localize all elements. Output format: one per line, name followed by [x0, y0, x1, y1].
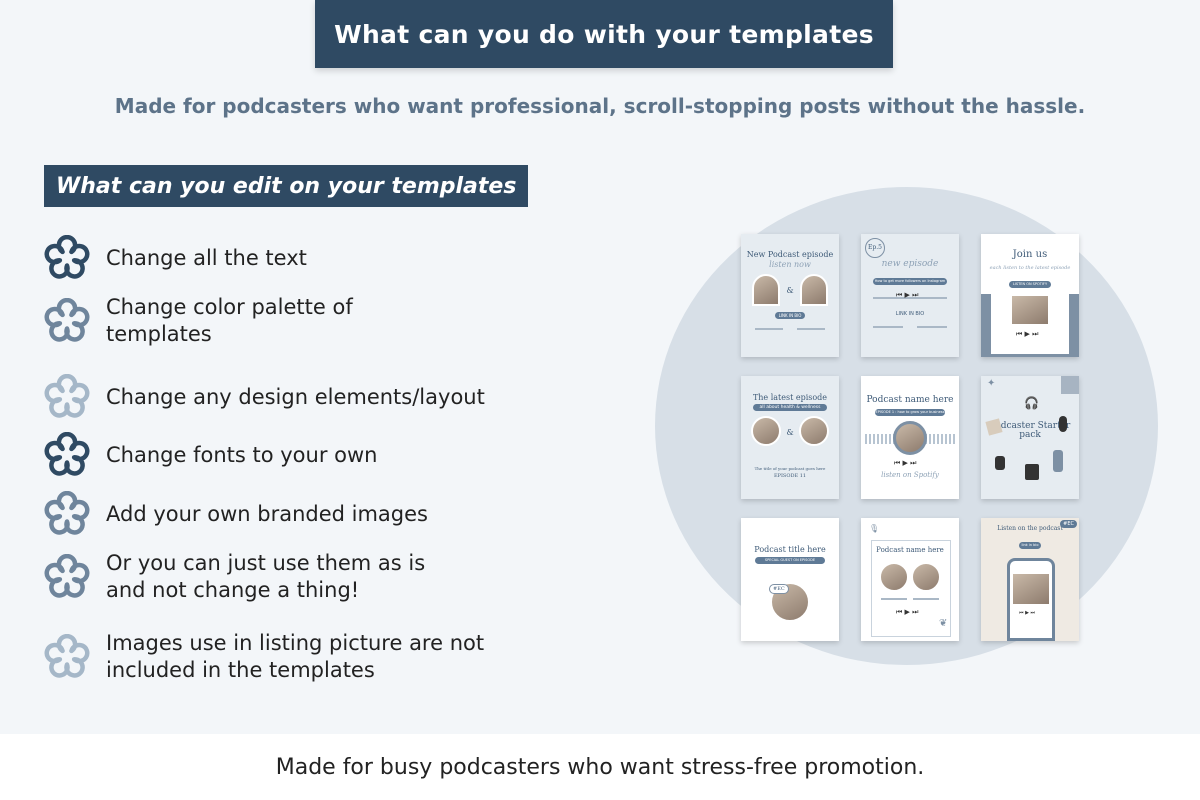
text-line [797, 328, 825, 330]
host-photo [751, 416, 781, 446]
host-photo [893, 421, 927, 455]
template-card-8: 🎙 Podcast name here ⏮ ▶ ⏭ ❦ [861, 518, 959, 641]
caption-text: The title of your podcast goes here [754, 466, 826, 471]
player-controls-icon: ⏮ ▶ ⏭ [896, 291, 919, 299]
corner-pattern [1061, 376, 1079, 394]
host-photo [752, 274, 780, 306]
text-line [917, 326, 947, 328]
flower-icon [44, 235, 90, 279]
link-text: LINK IN BIO [895, 311, 925, 317]
feature-text: Change all the text [106, 245, 307, 270]
text-line [755, 328, 783, 330]
feature-item: Change color palette of templates [44, 294, 406, 348]
guest-pill: SPECIAL GUEST ON EPISODE [755, 557, 825, 564]
card-script: each listen to the latest episode [989, 265, 1071, 271]
edit-heading-text: What can you edit on your templates [56, 173, 517, 199]
guest-photo [800, 274, 828, 306]
link-pill: link in bio [1019, 542, 1041, 549]
text-line [873, 326, 903, 328]
card-script: listen on Spotify [881, 471, 939, 479]
leaf-icon: ❦ [939, 618, 948, 629]
feature-text: Change color palette of templates [106, 295, 353, 346]
feature-text: Or you can just use them as is and not c… [106, 551, 426, 602]
footer-text: Made for busy podcasters who want stress… [275, 754, 925, 780]
hashtag-bubble: #EC [769, 584, 789, 594]
feature-text: Change fonts to your own [106, 442, 378, 467]
spotify-badge: LISTEN ON SPOTIFY [1009, 281, 1051, 288]
flower-icon [44, 432, 90, 476]
edit-section-heading: What can you edit on your templates [44, 165, 529, 207]
feature-item: Add your own branded images [44, 491, 428, 537]
card-title: Podcast name here [866, 395, 954, 405]
feature-text: Add your own branded images [106, 501, 428, 526]
microphone-icon [1059, 416, 1067, 432]
headphones-icon: 🎧 [1024, 396, 1039, 410]
flower-icon [44, 298, 90, 342]
ampersand-glyph: & [786, 286, 794, 295]
host-photo [1012, 296, 1048, 324]
subtitle: Made for podcasters who want professiona… [114, 94, 1086, 118]
flower-icon [44, 634, 90, 678]
card-script: listen now [769, 260, 811, 269]
feature-text: Images use in listing picture are not in… [106, 631, 485, 682]
mug-icon [1025, 464, 1039, 480]
card-title: Listen on the podcast [997, 525, 1063, 532]
template-card-3: Join us each listen to the latest episod… [981, 234, 1079, 357]
episode-pill: EPISODE 1 : how to grow your business [875, 409, 945, 416]
text-line [913, 598, 939, 600]
text-line [881, 598, 907, 600]
template-card-1: New Podcast episode listen now & LINK IN… [741, 234, 839, 357]
player-controls-icon: ⏮ ▶ ⏭ [896, 608, 919, 616]
sparkle-icon: ✦ [987, 378, 996, 389]
hashtag-bubble: #EC [1060, 520, 1077, 528]
template-card-4: The latest episode all about health & we… [741, 376, 839, 499]
guest-photo [911, 562, 941, 592]
link-badge: LINK IN BIO [775, 312, 805, 319]
feature-text: Change any design elements/layout [106, 384, 485, 409]
bottle-icon [1053, 450, 1063, 472]
episode-text: EPISODE 11 [773, 473, 807, 479]
player-controls-icon: ⏮ ▶ ⏭ [1016, 330, 1039, 338]
feature-item: Images use in listing picture are not in… [44, 630, 486, 684]
template-card-7: Podcast title here SPECIAL GUEST ON EPIS… [741, 518, 839, 641]
ampersand-glyph: & [786, 428, 794, 437]
question-pill: How to get more followers on Instagram [873, 278, 947, 285]
card-title: The latest episode [752, 393, 828, 402]
player-controls-icon: ⏮ ▶ ⏭ [894, 459, 917, 467]
card-title: Podcast name here [876, 546, 944, 554]
template-card-5: Podcast name here EPISODE 1 : how to gro… [861, 376, 959, 499]
flower-icon [44, 491, 90, 535]
host-photo [1013, 574, 1049, 604]
host-photo [879, 562, 909, 592]
card-script: new episode [881, 259, 939, 269]
footer-band: Made for busy podcasters who want stress… [0, 734, 1200, 800]
card-title: New Podcast episode [746, 250, 834, 259]
flower-icon [44, 374, 90, 418]
subtitle-pill: all about health & wellness [753, 404, 827, 411]
card-title: Podcast title here [754, 545, 826, 554]
card-title: Podcaster Starter pack [989, 421, 1071, 440]
progress-line [873, 297, 947, 299]
player-controls-icon: ⏮ ▶ ⏭ [1019, 610, 1036, 616]
feature-item: Change any design elements/layout [44, 374, 485, 420]
template-card-9: Listen on the podcast link in bio ⏮ ▶ ⏭ … [981, 518, 1079, 641]
frame-border [871, 540, 951, 637]
feature-item: Or you can just use them as is and not c… [44, 550, 466, 604]
microphone-icon: 🎙 [869, 524, 880, 533]
flower-icon [44, 554, 90, 598]
feature-item: Change fonts to your own [44, 432, 377, 478]
template-card-2: Ep.5 new episode How to get more followe… [861, 234, 959, 357]
template-card-6: ✦ 🎧 Podcaster Starter pack [981, 376, 1079, 499]
episode-badge: Ep.5 [865, 238, 885, 258]
card-title: Join us [1012, 249, 1048, 260]
earbuds-icon [995, 456, 1005, 470]
guest-photo [799, 416, 829, 446]
page-title: What can you do with your templates [334, 19, 874, 49]
feature-item: Change all the text [44, 235, 307, 281]
top-banner: What can you do with your templates [315, 0, 893, 68]
